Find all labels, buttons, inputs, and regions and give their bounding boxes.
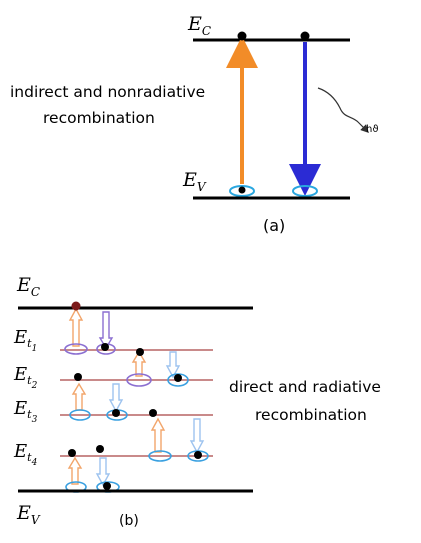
transition-up-1 bbox=[68, 307, 84, 347]
electron-2 bbox=[136, 348, 144, 356]
panel-a-conduction-label: EC bbox=[187, 13, 211, 38]
panel-b-valence-label: EV bbox=[16, 502, 41, 527]
transition-up-3 bbox=[71, 382, 87, 411]
trap-level-label-4: Et4 bbox=[13, 441, 38, 468]
hole-ring-left bbox=[229, 185, 255, 197]
transition-up-4 bbox=[150, 417, 166, 453]
panel-a-label: (a) bbox=[263, 216, 285, 235]
photon-wave-arrow bbox=[317, 87, 369, 133]
transition-down-4 bbox=[189, 418, 205, 454]
panel-b-conduction-label: EC bbox=[16, 274, 40, 299]
panel-a-valence-label: EV bbox=[182, 169, 207, 194]
panel-b-caption-line2: recombination bbox=[255, 406, 367, 424]
ring-3a bbox=[69, 409, 91, 421]
transition-up-5 bbox=[67, 456, 83, 485]
hole-dot-left bbox=[238, 186, 246, 194]
ring-1a bbox=[64, 343, 88, 355]
panel-a: EC hϑ indirect and nonradiative recombin… bbox=[10, 13, 379, 235]
trap-level-label-3: Et3 bbox=[13, 398, 38, 425]
electron-8 bbox=[96, 445, 104, 453]
hole-ring-right bbox=[292, 185, 318, 197]
trap-level-label-1: Et1 bbox=[13, 327, 37, 354]
electrons bbox=[68, 301, 202, 490]
electron-3 bbox=[74, 373, 82, 381]
panel-a-caption-line1: indirect and nonradiative bbox=[10, 83, 205, 101]
electron-top-left bbox=[237, 31, 247, 41]
transition-down-2 bbox=[165, 351, 181, 379]
panel-a-caption-line2: recombination bbox=[43, 109, 155, 127]
ring-4a bbox=[148, 450, 172, 462]
electron-4 bbox=[174, 374, 182, 382]
transition-down-3 bbox=[108, 383, 124, 413]
hole-rings bbox=[64, 343, 209, 493]
electron-top-right bbox=[300, 31, 310, 41]
electron-7 bbox=[68, 449, 76, 457]
electron-cb-hole bbox=[71, 301, 81, 311]
electron-5 bbox=[112, 409, 120, 417]
transition-down-5 bbox=[95, 457, 111, 487]
photon-label: hϑ bbox=[366, 124, 379, 135]
electron-10 bbox=[103, 482, 111, 490]
transition-down-1 bbox=[98, 311, 114, 350]
panel-b-caption-line1: direct and radiative bbox=[229, 378, 381, 396]
electron-1 bbox=[101, 343, 109, 351]
ring-2a bbox=[126, 373, 152, 387]
electron-9 bbox=[194, 451, 202, 459]
trap-level-label-2: Et2 bbox=[13, 364, 38, 391]
panel-b-label: (b) bbox=[119, 513, 139, 529]
panel-b: EC Et1 Et2 Et3 Et4 bbox=[13, 274, 381, 529]
electron-6 bbox=[149, 409, 157, 417]
trap-transitions bbox=[67, 307, 205, 487]
